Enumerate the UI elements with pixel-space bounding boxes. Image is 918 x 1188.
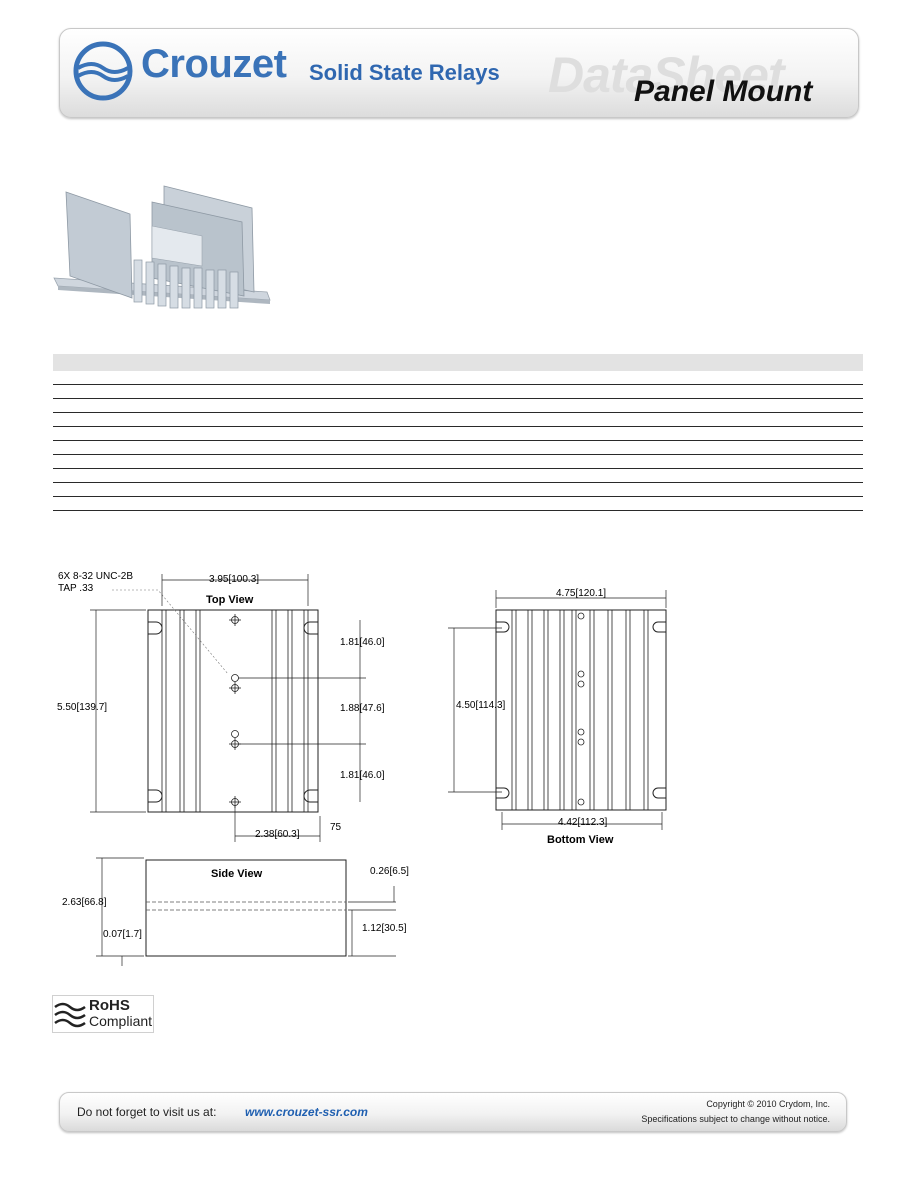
table-row: [53, 455, 863, 469]
side-fin-height-dim: 1.12[30.5]: [362, 923, 407, 934]
bottom-view-title: Bottom View: [547, 834, 614, 846]
bottom-base-width-dim: 4.42[112.3]: [558, 817, 608, 828]
table-row: [53, 497, 863, 511]
datasheet-watermark: DataSheet: [548, 47, 785, 103]
visit-text: Do not forget to visit us at:: [77, 1105, 217, 1119]
rohs-badge: RoHS Compliant: [52, 995, 154, 1033]
brand-name: Crouzet: [141, 42, 287, 86]
header-banner: [59, 28, 859, 118]
top-height-dim: 5.50[139.7]: [57, 702, 108, 713]
footer-banner: [59, 1092, 847, 1132]
side-view-title: Side View: [211, 868, 263, 880]
table-row: [53, 371, 863, 385]
side-top-gap-dim: 0.26[6.5]: [370, 866, 409, 877]
top-dim-top: 1.81[46.0]: [340, 637, 385, 648]
top-view-title: Top View: [206, 594, 254, 606]
heatsink-photo: [53, 185, 271, 309]
crouzet-logo-icon: [73, 41, 133, 101]
table-row: [53, 385, 863, 399]
table-row: [53, 469, 863, 483]
website-link[interactable]: www.crouzet-ssr.com: [245, 1105, 368, 1119]
copyright-text: Copyright © 2010 Crydom, Inc.: [706, 1099, 830, 1109]
top-bottom-width-dim: 2.38[60.3]: [255, 829, 300, 840]
bottom-width-dim: 4.75[120.1]: [556, 588, 607, 599]
side-height-dim: 2.63[66.8]: [62, 897, 107, 908]
table-row: [53, 399, 863, 413]
side-base-dim: 0.07[1.7]: [103, 929, 142, 940]
table-row: [53, 441, 863, 455]
rohs-title: RoHS: [89, 997, 130, 1014]
rohs-waves-icon: [54, 1002, 86, 1028]
rohs-subtitle: Compliant: [89, 1013, 153, 1029]
top-dim-mid: 1.88[47.6]: [340, 703, 385, 714]
thread-note-1: 6X 8-32 UNC-2B: [58, 571, 134, 582]
series-title: Panel Mount: [634, 75, 813, 108]
table-row: [53, 483, 863, 497]
disclaimer-text: Specifications subject to change without…: [641, 1114, 830, 1124]
bottom-height-dim: 4.50[114.3]: [456, 700, 506, 711]
product-line: Solid State Relays: [309, 60, 500, 85]
top-view-drawing: [90, 574, 366, 842]
table-row: [53, 427, 863, 441]
table-header: [53, 354, 863, 371]
top-dim-bottom: 1.81[46.0]: [340, 770, 385, 781]
side-view-drawing: [96, 857, 396, 966]
top-width-dim: 3.95[100.3]: [209, 574, 260, 585]
top-bottom-extra-dim: 75: [330, 822, 342, 833]
table-row: [53, 413, 863, 427]
spec-table: [53, 354, 863, 511]
thread-note-2: TAP .33: [58, 583, 94, 594]
bottom-view-drawing: [448, 590, 667, 830]
